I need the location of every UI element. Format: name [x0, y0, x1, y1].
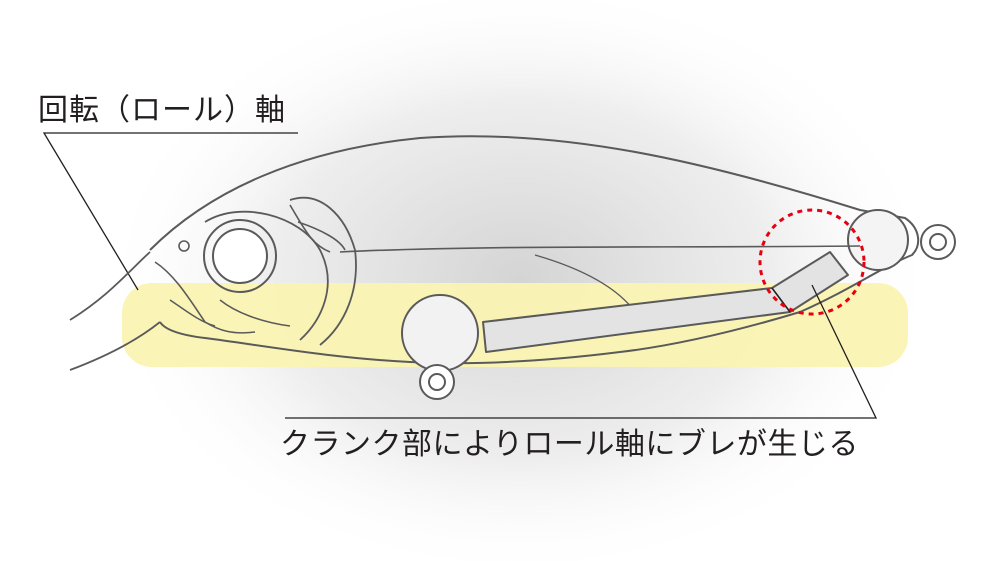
head-line-upper	[69, 251, 151, 321]
nostril	[178, 240, 190, 252]
line-eye-hole	[929, 233, 947, 251]
roll-axis-leader-line	[42, 132, 298, 291]
crank-highlight-circle	[758, 208, 866, 316]
lure-body-outline	[149, 135, 920, 365]
gill-plate-mid	[289, 196, 357, 346]
eye-inner	[212, 228, 268, 284]
eye-outer	[203, 219, 277, 293]
tail-cap	[847, 209, 909, 271]
hook-eye-hole	[428, 373, 446, 391]
jaw-line	[169, 299, 291, 327]
crank-bend-line	[771, 287, 791, 313]
head-line-lower	[69, 321, 161, 371]
background-glow	[100, 0, 940, 561]
crank-note-leader-line	[285, 284, 878, 419]
lateral-line	[339, 245, 861, 253]
gill-plate-front	[204, 210, 329, 341]
gill-plate-inner	[289, 204, 346, 253]
weight-ball	[401, 294, 479, 372]
roll-axis-label: 回転（ロール）軸	[38, 93, 286, 128]
crank-note-label: クランク部によりロール軸にブレが生じる	[280, 427, 859, 462]
